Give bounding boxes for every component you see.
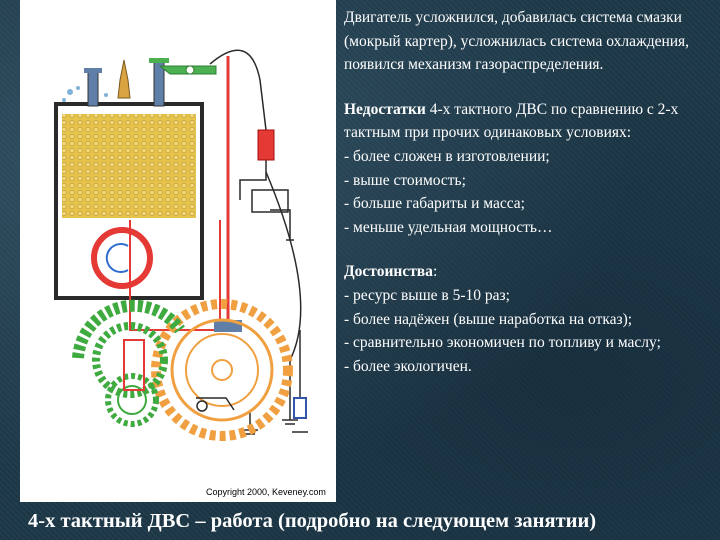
advantage-item: - более экологичен. [344, 357, 472, 375]
disadvantages-intro: 4-х тактного ДВС по сравнению с 2-х такт… [344, 100, 679, 142]
text-panel: Двигатель усложнился, добавилась система… [344, 6, 708, 378]
advantage-item: - сравнительно экономичен по топливу и м… [344, 334, 661, 352]
disadvantage-item: - выше стоимость; [344, 171, 466, 189]
cam-gear [91, 227, 153, 289]
footer-title: 4-х тактный ДВС – работа (подробно на сл… [28, 510, 597, 532]
advantages-colon: : [432, 263, 438, 281]
advantage-item: - ресурс выше в 5-10 раз; [344, 286, 510, 304]
disadvantage-item: - больше габариты и масса; [344, 195, 525, 213]
disadvantage-item: - меньше удельная мощность… [344, 218, 553, 236]
disadvantage-item: - более сложен в изготовлении; [344, 147, 550, 165]
engine-schematic [20, 49, 336, 502]
intro-text: Двигатель усложнился, добавилась система… [344, 9, 690, 74]
disadvantages-section: Недостатки 4-х тактного ДВС по сравнению… [344, 98, 708, 240]
advantages-section: Достоинства: - ресурс выше в 5-10 раз; -… [344, 260, 708, 378]
cylinder-head [62, 58, 169, 107]
engine-diagram: Copyright 2000, Keveney.com [20, 0, 336, 502]
advantages-heading: Достоинства [344, 263, 433, 281]
crank-gear [151, 299, 293, 441]
distributor-gears [72, 299, 185, 427]
copyright-note: Copyright 2000, Keveney.com [206, 487, 326, 497]
ignition-wiring [209, 49, 308, 435]
advantage-item: - более надёжен (выше наработка на отказ… [344, 310, 633, 328]
cylinder [54, 102, 204, 300]
disadvantages-heading: Недостатки [344, 100, 426, 118]
